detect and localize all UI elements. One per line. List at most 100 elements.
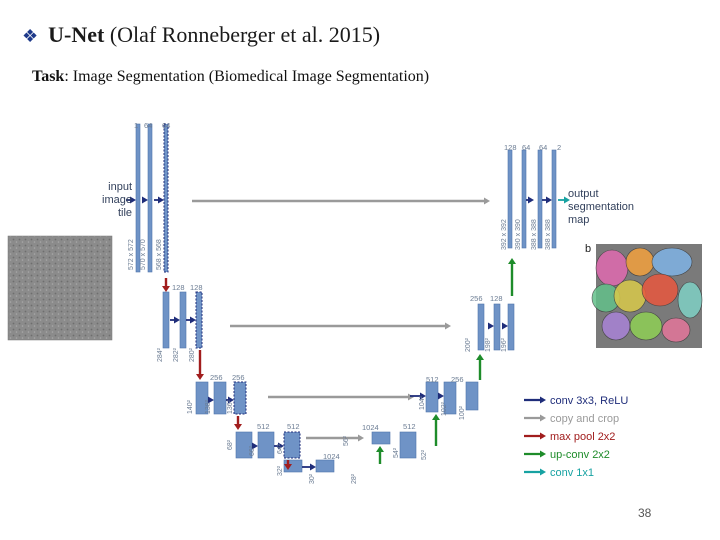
size-label: 52² bbox=[421, 449, 428, 460]
channel-count-label: 128 bbox=[490, 294, 503, 303]
conv-3x3-relu-arrow-head bbox=[488, 322, 494, 330]
output-map-label: segmentation bbox=[568, 201, 634, 213]
copy-and-crop-arrow bbox=[306, 434, 364, 442]
task-description: Task: Image Segmentation (Biomedical Ima… bbox=[32, 68, 429, 86]
conv-3x3-relu-arrow-head bbox=[310, 463, 316, 471]
segmented-cell bbox=[625, 247, 655, 277]
channel-count-label: 1024 bbox=[362, 423, 379, 432]
feature-map-block bbox=[537, 149, 543, 249]
segmented-cell bbox=[661, 317, 691, 343]
feature-map-block bbox=[147, 123, 153, 273]
slide-title: ❖U-Net (Olaf Ronneberger et al. 2015) bbox=[22, 22, 380, 48]
conv-3x3-relu-arrow-head bbox=[546, 196, 552, 204]
feature-map-block bbox=[477, 303, 485, 351]
max-pool-arrow bbox=[196, 350, 204, 380]
conv-3x3-relu-arrow-head bbox=[502, 322, 508, 330]
feature-map-block bbox=[162, 291, 170, 349]
conv-3x3-relu-arrow bbox=[526, 196, 534, 204]
channel-count-label: 64 bbox=[144, 121, 152, 130]
size-label: 196² bbox=[501, 337, 508, 352]
up-conv-arrow bbox=[508, 258, 516, 296]
conv-3x3-relu-arrow-head bbox=[174, 316, 180, 324]
feature-map-block bbox=[493, 303, 501, 351]
channel-count-label: 256 bbox=[210, 373, 223, 382]
size-label: 30² bbox=[309, 473, 316, 484]
size-label: 66² bbox=[249, 445, 256, 456]
conv-3x3-relu-arrow-head bbox=[190, 316, 196, 324]
size-label: 102² bbox=[441, 401, 448, 416]
copy-and-crop-arrow-head bbox=[358, 434, 364, 442]
segmented-cell bbox=[629, 311, 663, 341]
legend-arrow bbox=[524, 432, 546, 440]
up-conv-arrow bbox=[432, 414, 440, 446]
conv-3x3-relu-arrow-head bbox=[228, 396, 234, 404]
conv-3x3-relu-arrow bbox=[542, 196, 552, 204]
segmented-cell bbox=[651, 247, 693, 277]
conv-3x3-relu-arrow bbox=[502, 322, 508, 330]
conv-3x3-relu-arrow-head bbox=[438, 392, 444, 400]
diamond-bullet-icon: ❖ bbox=[22, 26, 39, 46]
up-conv-arrow-head bbox=[432, 414, 440, 420]
max-pool-arrow bbox=[234, 416, 242, 430]
legend-arrow bbox=[524, 450, 546, 458]
title-model-name: U-Net bbox=[48, 22, 105, 47]
feature-map-block bbox=[315, 459, 335, 473]
conv-3x3-relu-arrow bbox=[186, 316, 196, 324]
conv-3x3-relu-arrow-head bbox=[528, 196, 534, 204]
feature-map-block bbox=[213, 381, 227, 415]
conv-3x3-relu-arrow-head bbox=[158, 196, 164, 204]
size-label: 56² bbox=[343, 435, 350, 446]
legend-arrow-head bbox=[540, 396, 546, 404]
copy-and-crop-arrow bbox=[268, 393, 414, 401]
feature-map-block bbox=[233, 381, 247, 415]
feature-map-block bbox=[135, 123, 141, 273]
copy-and-crop-arrow-head bbox=[408, 393, 414, 401]
feature-map-block bbox=[371, 431, 391, 445]
conv-3x3-relu-arrow-head bbox=[130, 196, 136, 204]
size-label: 140² bbox=[187, 399, 194, 414]
size-label: 136² bbox=[227, 399, 234, 414]
segmented-cell bbox=[601, 311, 631, 341]
copy-and-crop-arrow bbox=[192, 197, 490, 205]
size-label: 570 x 570 bbox=[140, 239, 147, 270]
max-pool-arrow-head bbox=[196, 374, 204, 380]
size-label: 280² bbox=[189, 347, 196, 362]
legend-arrow-head bbox=[540, 432, 546, 440]
conv-3x3-relu-arrow bbox=[410, 392, 426, 400]
channel-count-label: 128 bbox=[190, 283, 203, 292]
up-conv-arrow-head bbox=[508, 258, 516, 264]
input-tile-label: tile bbox=[118, 207, 132, 219]
segmented-cell bbox=[595, 249, 629, 287]
segmented-cell bbox=[613, 279, 647, 313]
task-text: : Image Segmentation (Biomedical Image S… bbox=[64, 68, 430, 85]
conv-3x3-relu-arrow bbox=[126, 196, 136, 204]
size-label: 200² bbox=[465, 337, 472, 352]
size-label: 388 x 388 bbox=[531, 219, 538, 250]
slide-number: 38 bbox=[638, 506, 652, 520]
max-pool-arrow-head bbox=[162, 286, 170, 292]
feature-map-block bbox=[443, 381, 457, 415]
size-label: 284² bbox=[157, 347, 164, 362]
size-label: 568 x 568 bbox=[156, 239, 163, 270]
max-pool-arrow-head bbox=[234, 424, 242, 430]
size-label: 28² bbox=[351, 473, 358, 484]
feature-map-block bbox=[163, 123, 169, 273]
conv-3x3-relu-arrow bbox=[170, 316, 180, 324]
conv-3x3-relu-arrow bbox=[274, 442, 284, 450]
channel-count-label: 512 bbox=[403, 422, 416, 431]
legend-label: copy and crop bbox=[550, 413, 619, 425]
feature-map-block bbox=[521, 149, 527, 249]
feature-map-block bbox=[283, 431, 301, 459]
channel-count-label: 512 bbox=[287, 422, 300, 431]
feature-map-block bbox=[399, 431, 417, 459]
up-conv-arrow-head bbox=[476, 354, 484, 360]
feature-map-block bbox=[507, 149, 513, 249]
legend-arrow bbox=[524, 396, 546, 404]
feature-map-block bbox=[195, 291, 203, 349]
legend-label: conv 3x3, ReLU bbox=[550, 395, 628, 407]
conv-3x3-relu-arrow bbox=[438, 392, 444, 400]
legend-arrow bbox=[524, 414, 546, 422]
max-pool-arrow bbox=[284, 460, 292, 470]
size-label: 282² bbox=[173, 347, 180, 362]
legend-label: up-conv 2x2 bbox=[550, 449, 610, 461]
